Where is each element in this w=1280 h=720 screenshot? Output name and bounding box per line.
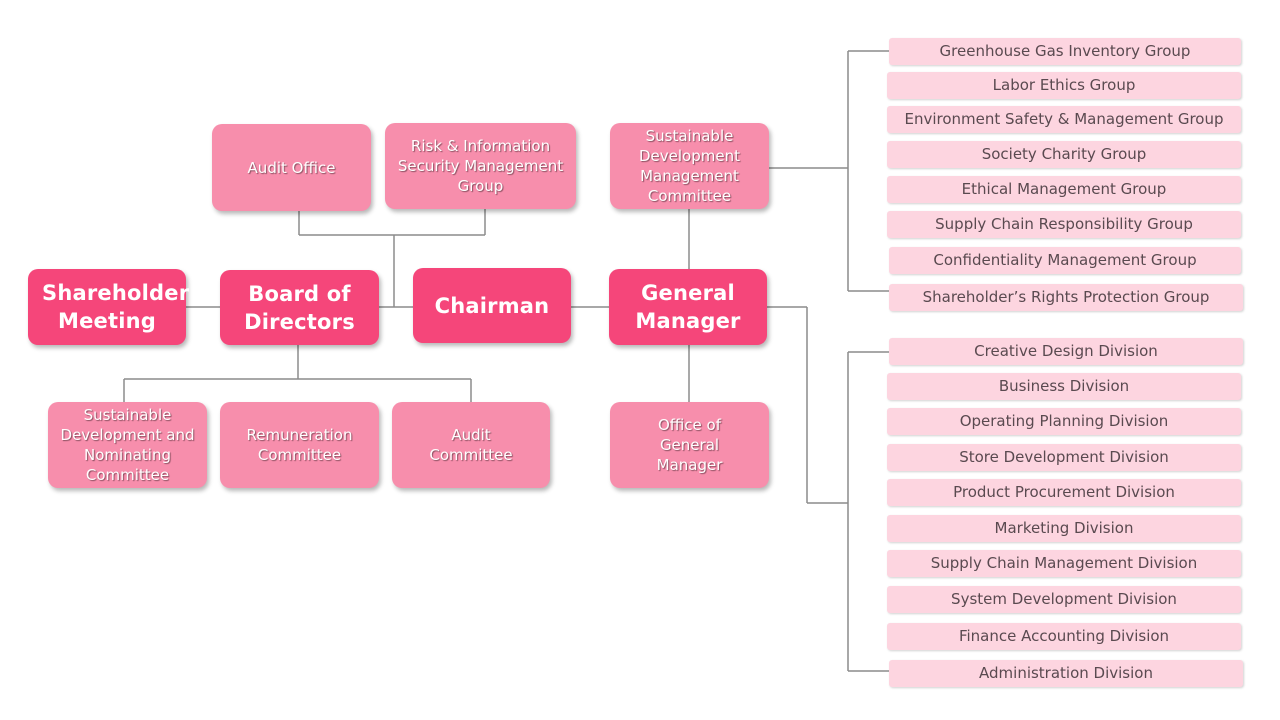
- division-item: Product Procurement Division: [887, 479, 1241, 506]
- remuneration-committee-label: Remuneration Committee: [246, 426, 353, 464]
- risk-security-group-label: Risk & Information Security Management G…: [397, 137, 564, 195]
- audit-committee-label: Audit Committee: [429, 426, 513, 464]
- board-of-directors-box: Board of Directors: [220, 270, 379, 345]
- division-item: Finance Accounting Division: [887, 623, 1241, 650]
- audit-office-label: Audit Office: [247, 158, 336, 177]
- group-item: Shareholder’s Rights Protection Group: [889, 284, 1243, 311]
- chairman-box: Chairman: [413, 268, 571, 343]
- sdm-committee-label: Sustainable Development Management Commi…: [639, 127, 740, 205]
- office-gm-box: Office of General Manager: [610, 402, 769, 488]
- chairman-label: Chairman: [434, 293, 550, 318]
- general-manager-box: General Manager: [609, 269, 767, 345]
- audit-committee-box: Audit Committee: [392, 402, 550, 488]
- remuneration-committee-box: Remuneration Committee: [220, 402, 379, 488]
- division-item: Creative Design Division: [889, 338, 1243, 365]
- division-item: System Development Division: [887, 586, 1241, 613]
- sdn-committee-label: Sustainable Development and Nominating C…: [60, 406, 195, 484]
- division-item: Supply Chain Management Division: [887, 550, 1241, 577]
- group-item: Environment Safety & Management Group: [887, 106, 1241, 133]
- shareholder-meeting-label: Shareholder Meeting: [42, 281, 190, 333]
- sdn-committee-box: Sustainable Development and Nominating C…: [48, 402, 207, 488]
- division-item: Operating Planning Division: [887, 408, 1241, 435]
- shareholder-meeting-box: Shareholder Meeting: [28, 269, 190, 345]
- office-gm-label: Office of General Manager: [656, 416, 723, 474]
- group-item: Supply Chain Responsibility Group: [887, 211, 1241, 238]
- group-item: Labor Ethics Group: [887, 72, 1241, 99]
- group-item: Ethical Management Group: [887, 176, 1241, 203]
- group-item: Society Charity Group: [887, 141, 1241, 168]
- risk-security-group-box: Risk & Information Security Management G…: [385, 123, 576, 209]
- board-of-directors-label: Board of Directors: [244, 281, 355, 334]
- division-item: Business Division: [887, 373, 1241, 400]
- division-item: Marketing Division: [887, 515, 1241, 542]
- division-item: Store Development Division: [887, 444, 1241, 471]
- sdm-committee-box: Sustainable Development Management Commi…: [610, 123, 769, 209]
- audit-office-box: Audit Office: [212, 124, 371, 211]
- group-item: Greenhouse Gas Inventory Group: [889, 38, 1241, 65]
- group-item: Confidentiality Management Group: [889, 247, 1241, 274]
- general-manager-label: General Manager: [635, 281, 741, 333]
- division-item: Administration Division: [889, 660, 1243, 687]
